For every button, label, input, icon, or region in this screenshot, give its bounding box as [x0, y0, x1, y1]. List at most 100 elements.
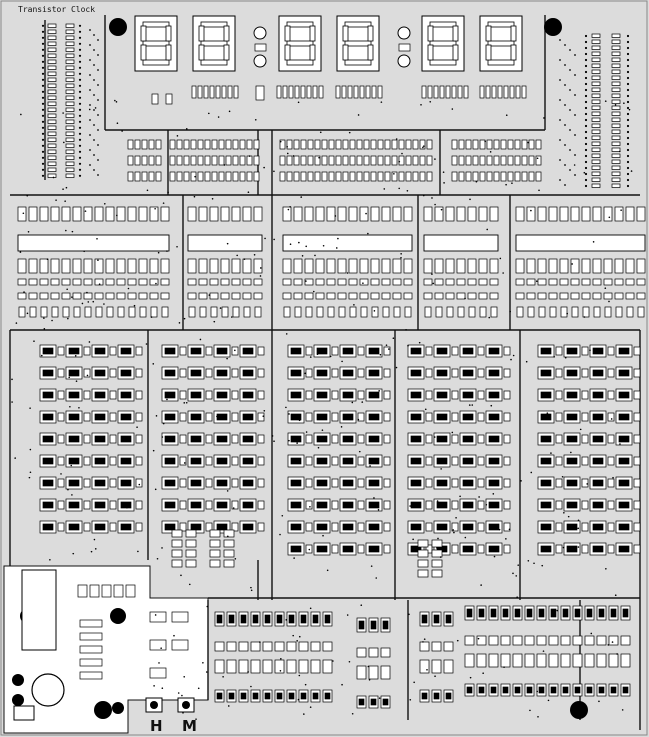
segment — [367, 44, 374, 61]
transistor-body — [240, 614, 247, 624]
resistor — [398, 139, 405, 150]
diode — [337, 278, 347, 286]
resistor — [503, 522, 511, 532]
pad — [65, 59, 75, 64]
via — [78, 168, 82, 171]
via — [626, 76, 630, 80]
resistor — [79, 645, 103, 654]
resistor — [218, 139, 225, 150]
via — [626, 94, 630, 98]
pad — [611, 57, 621, 62]
via — [226, 490, 229, 492]
transistor-body — [164, 479, 176, 487]
transistor-body — [290, 391, 302, 399]
transistor-body — [566, 391, 578, 399]
resistor — [486, 171, 493, 182]
transistor-body — [436, 435, 448, 443]
diode — [603, 278, 613, 286]
via — [325, 374, 327, 377]
transistor-body — [276, 692, 283, 700]
via — [385, 344, 388, 346]
resistor — [451, 522, 459, 532]
via — [569, 169, 571, 171]
diode — [431, 569, 443, 578]
via — [259, 267, 262, 269]
resistor — [84, 306, 92, 318]
transistor-body — [436, 501, 448, 509]
resistor — [254, 43, 267, 52]
pad — [611, 123, 621, 128]
transistor-body — [190, 347, 202, 355]
transistor-body — [618, 413, 630, 421]
diode — [187, 292, 197, 300]
via — [564, 356, 567, 359]
segment — [198, 25, 205, 42]
via — [626, 34, 630, 38]
resistor — [176, 171, 183, 182]
resistor — [465, 139, 472, 150]
resistor — [363, 139, 370, 150]
transistor — [560, 653, 571, 668]
resistor — [179, 412, 187, 422]
ic-strip — [515, 234, 646, 252]
transistor — [467, 258, 477, 274]
via — [579, 428, 582, 431]
resistor — [439, 85, 445, 99]
via — [169, 393, 172, 395]
resistor — [503, 500, 511, 510]
via — [305, 245, 307, 248]
resistor — [232, 306, 240, 318]
resistor — [377, 139, 384, 150]
diode — [434, 278, 444, 286]
resistor — [451, 434, 459, 444]
via — [26, 194, 29, 197]
resistor — [500, 139, 507, 150]
pad — [65, 143, 75, 148]
via — [621, 709, 624, 711]
transistor-body — [592, 501, 604, 509]
resistor — [314, 171, 321, 182]
pad — [591, 111, 601, 116]
transistor — [456, 258, 466, 274]
diode — [392, 278, 402, 286]
transistor-body — [598, 686, 605, 694]
via — [362, 282, 364, 284]
resistor — [205, 478, 213, 488]
diode — [431, 559, 443, 568]
resistor — [535, 155, 542, 166]
via — [383, 188, 386, 190]
resistor — [607, 434, 615, 444]
power-jack — [31, 673, 65, 707]
via — [592, 241, 595, 243]
resistor — [148, 139, 155, 150]
resistor — [179, 368, 187, 378]
via — [227, 535, 229, 538]
via — [502, 272, 504, 274]
via — [41, 144, 45, 147]
diode — [478, 278, 488, 286]
via — [626, 58, 630, 62]
transistor-body — [68, 523, 80, 531]
transistor-body — [466, 686, 473, 694]
resistor — [371, 306, 379, 318]
diode — [370, 278, 380, 286]
resistor — [377, 85, 383, 99]
resistor — [479, 85, 485, 99]
pad — [591, 177, 601, 182]
transistor — [127, 258, 137, 274]
transistor-body — [242, 435, 254, 443]
transistor-body — [358, 620, 365, 630]
pad — [65, 137, 75, 142]
resistor — [127, 155, 134, 166]
via — [573, 164, 576, 166]
transistor-body — [410, 479, 422, 487]
transistor — [515, 258, 525, 274]
transistor-body — [312, 614, 319, 624]
transistor-body — [94, 523, 106, 531]
board-title: Transistor Clock — [18, 5, 96, 14]
via — [546, 412, 549, 414]
via — [577, 527, 580, 530]
transistor-body — [288, 614, 295, 624]
resistor — [233, 85, 239, 99]
resistor — [425, 346, 433, 356]
